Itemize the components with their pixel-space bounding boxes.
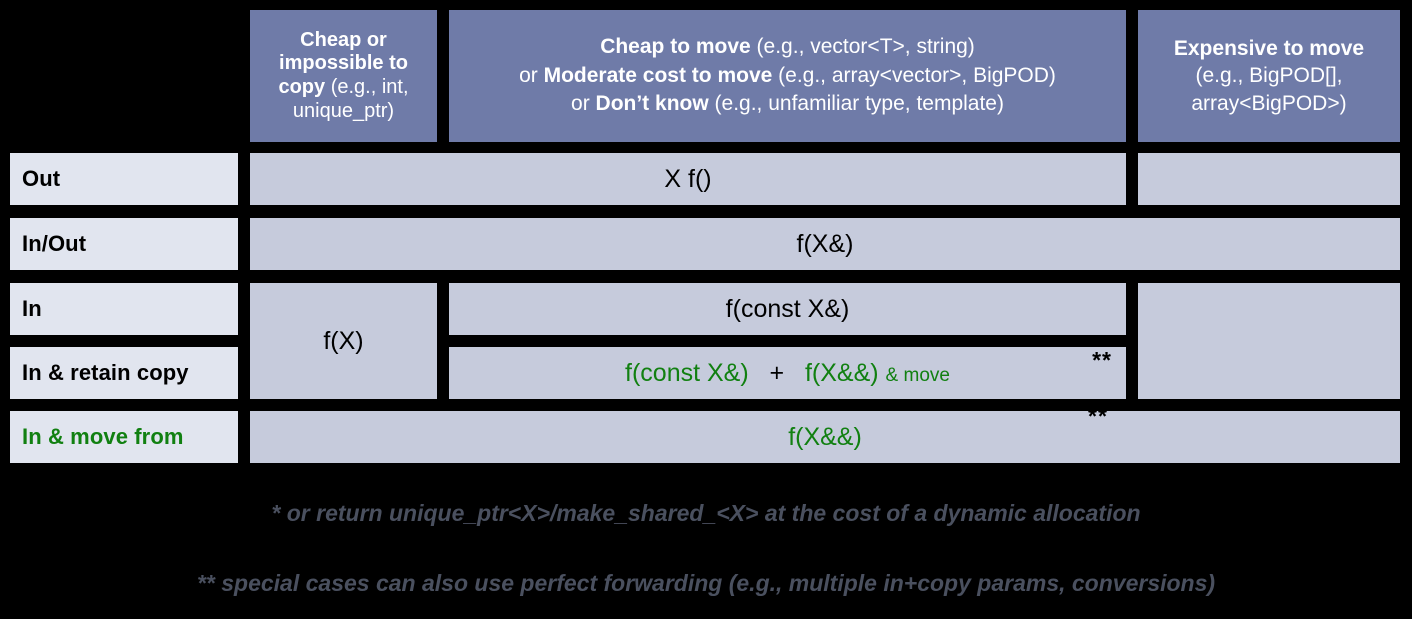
header-line-strong: Moderate cost to move [543,63,773,87]
row-label-out: Out [10,153,238,205]
cell-text-const-ref: f(const X&) [625,358,749,387]
row-label-text: Out [22,166,61,191]
header-expensive-to-move: Expensive to move (e.g., BigPOD[], array… [1138,10,1400,142]
cell-out-expensive [1138,153,1400,205]
cell-text: f(X) [323,326,364,355]
cell-in-expensive [1138,283,1400,399]
header-line-strong: Cheap or [300,28,387,51]
header-cheap-moderate-or-dont-know: Cheap to move (e.g., vector<T>, string) … [449,10,1126,142]
header-line-normal: array<BigPOD>) [1191,91,1347,115]
header-line-prefix: or [571,92,596,116]
cell-text-rvalue-ref: f(X&&) [804,358,879,387]
header-line-normal: (e.g., BigPOD[], [1195,64,1343,88]
header-line-normal: unique_ptr) [292,99,395,122]
row-label-in-move-from: In & move from [10,411,238,463]
header-line-normal: (e.g., vector<T>, string) [750,35,975,59]
row-label-text: In/Out [22,231,87,256]
cell-text: X f() [664,164,712,193]
header-line-strong: Cheap to move [600,35,751,59]
row-label-text: In & move from [22,424,184,449]
header-line-normal: (e.g., array<vector>, BigPOD) [772,63,1056,87]
cell-move-from-rvalue-ref: f(X&&) ** [250,405,1400,463]
header-line-normal: (e.g., int, [325,76,409,98]
row-label-text: In & retain copy [22,360,189,385]
footnote-single-star: * or return unique_ptr<X>/make_shared_<X… [0,500,1412,527]
cell-retain-copy-overloads: f(const X&) + f(X&&) & move ** [449,347,1126,399]
footnote-double-star: ** special cases can also use perfect fo… [0,570,1412,597]
row-label-in-retain-copy: In & retain copy [10,347,238,399]
header-cheap-or-impossible-to-copy: Cheap or impossible to copy (e.g., int, … [250,10,437,142]
cell-in-const-ref: f(const X&) [449,283,1126,335]
header-line-strong: impossible to [279,52,408,75]
footnote-marker-double-star: ** [1092,347,1112,373]
row-label-in: In [10,283,238,335]
row-label-text: In [22,296,42,321]
header-line-strong: Expensive to move [1173,37,1365,61]
header-line-normal: (e.g., unfamiliar type, template) [708,92,1004,116]
footnote-text: ** special cases can also use perfect fo… [196,570,1216,596]
footnote-text: * or return unique_ptr<X>/make_shared_<X… [271,500,1141,526]
header-line-strong: copy [278,76,326,98]
cell-text-and-move: & move [885,364,950,386]
cell-inout-all: f(X&) [250,218,1400,270]
cell-text: f(X&&) [788,422,862,451]
cell-text: f(X&) [796,229,854,258]
cell-text: f(const X&) [725,294,850,323]
cell-in-copy-fx: f(X) [250,283,437,399]
cell-out-returns: X f() [250,153,1126,205]
cell-text-plus: + [769,358,785,387]
header-corner-cell [10,10,238,142]
footnote-marker-double-star: ** [1088,403,1108,429]
header-line-strong: Don’t know [595,92,709,116]
retain-copy-expression: f(const X&) + f(X&&) & move [625,359,950,388]
header-line-prefix: or [519,63,544,87]
row-label-in-out: In/Out [10,218,238,270]
